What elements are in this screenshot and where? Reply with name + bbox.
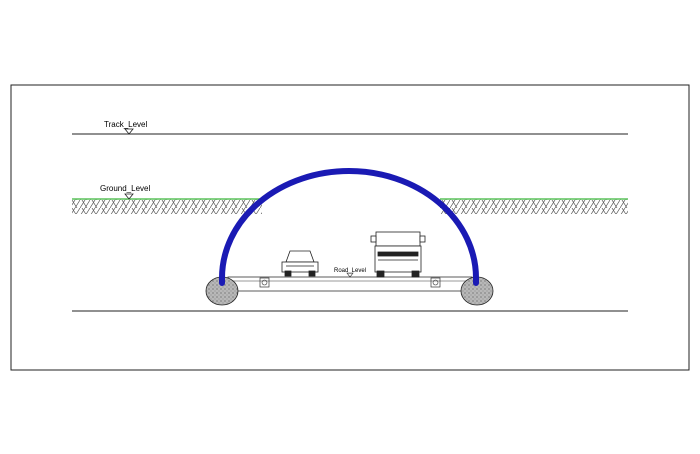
- ground-level-label: Ground_Level: [100, 184, 150, 193]
- level-triangle-icon: [124, 128, 134, 135]
- tunnel-arch: [219, 168, 479, 286]
- road-level-label: Road_Level: [334, 268, 366, 274]
- truck-icon: [370, 231, 426, 278]
- level-triangle-icon: [124, 193, 134, 200]
- ground-layer: Ground_Level: [72, 184, 628, 214]
- track-level-label: Track_Level: [104, 120, 148, 129]
- car-icon: [281, 250, 319, 277]
- level-triangle-icon: [346, 272, 354, 278]
- track-level-marker: Track_Level: [72, 120, 628, 135]
- road-slab: Road_Level: [227, 268, 473, 292]
- drawing-frame: [10, 84, 690, 371]
